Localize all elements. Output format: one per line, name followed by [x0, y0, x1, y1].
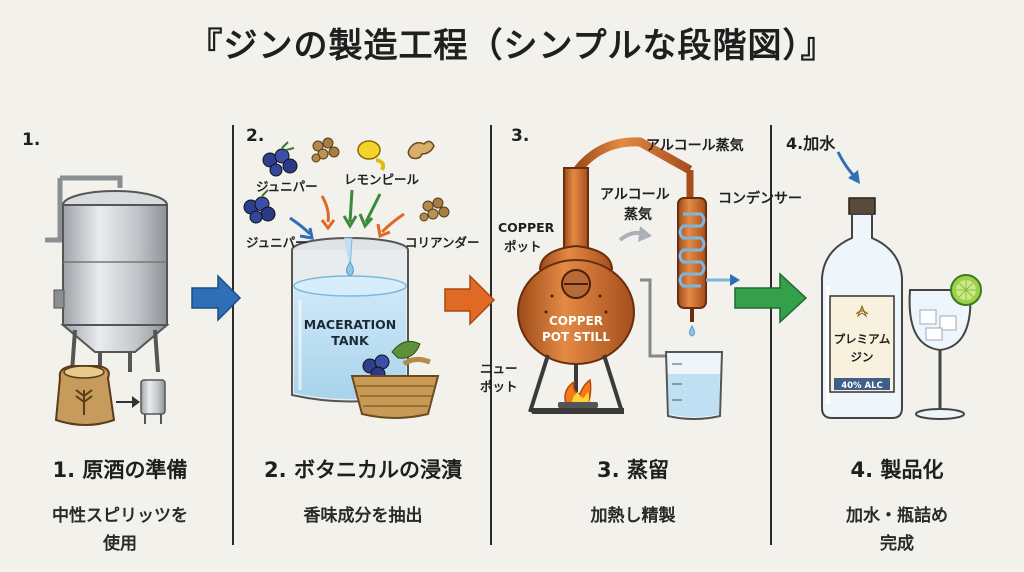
copper-still-icon: COPPER POT STILL	[517, 137, 694, 414]
tank-label-line2: TANK	[331, 333, 370, 348]
step-4-number: 4.加水	[786, 134, 836, 153]
step-3-subtitle: 加熱し精製	[590, 506, 676, 526]
step-2-caption: 2. ボタニカルの浸漬 香味成分を抽出	[264, 454, 462, 530]
step-1-caption: 1. 原酒の準備 中性スピリッツを 使用	[52, 454, 188, 558]
vapor-arrow-icon	[618, 226, 652, 242]
bottle-label-line2: ジン	[851, 350, 874, 364]
label-juniper-left: ジュニパー	[246, 235, 308, 250]
grain-sack-icon	[54, 365, 116, 426]
step-1-subtitle: 中性スピリッツを 使用	[52, 506, 188, 554]
ingredient-arrows	[289, 189, 405, 240]
step-1-title: 1. 原酒の準備	[52, 458, 188, 482]
coriander-seeds-icon	[311, 137, 340, 163]
step-3-caption: 3. 蒸留 加熱し精製	[591, 454, 676, 530]
label-alcohol-vapor-line2: 蒸気	[624, 207, 652, 223]
divider-3	[770, 125, 772, 545]
label-lemon-peel: レモンピール	[344, 172, 420, 187]
label-new-pot-line2: ポット	[480, 379, 518, 394]
bottle-label-line1: プレミアム	[834, 332, 891, 346]
tank-label-line1: MACERATION	[304, 317, 396, 332]
ginger-root-icon	[407, 140, 435, 160]
steel-tank-icon	[45, 175, 170, 373]
label-condenser: コンデンサー	[718, 191, 802, 207]
pot-label-line1: COPPER	[549, 314, 603, 328]
gin-glass-icon	[908, 274, 982, 420]
small-tank-icon	[140, 379, 166, 424]
step-1-number: 1.	[22, 130, 41, 150]
step-3-number: 3.	[511, 126, 530, 146]
juniper-berries-left-icon	[243, 189, 276, 224]
label-copper-pot-line2: ポット	[504, 239, 542, 254]
bottle-abv: 40% ALC	[841, 381, 883, 391]
gin-bottle-icon: プレミアム ジン 40% ALC	[821, 197, 903, 419]
label-alcohol-vapor-line1: アルコール	[600, 187, 670, 203]
page-title: 『ジンの製造工程（シンプルな段階図）』	[188, 26, 836, 66]
label-new-pot-line1: ニュー	[480, 361, 518, 376]
coriander-seeds-right-icon	[419, 197, 450, 222]
flow-arrow-3	[734, 272, 808, 324]
flow-arrow-2	[444, 274, 496, 326]
divider-1	[232, 125, 234, 545]
lemon-icon	[357, 140, 386, 171]
pot-label-line2: POT STILL	[542, 330, 610, 344]
water-drop-arrow-icon	[836, 151, 860, 184]
fire-icon	[558, 378, 598, 408]
label-coriander: コリアンダー	[405, 235, 480, 250]
step-4-subtitle: 加水・瓶詰め 完成	[846, 506, 948, 554]
step-4-title: 4. 製品化	[850, 458, 944, 482]
step-3-title: 3. 蒸留	[597, 458, 669, 482]
step-2-subtitle: 香味成分を抽出	[303, 506, 423, 526]
label-copper-pot-line1: COPPER	[498, 220, 555, 235]
small-arrow-icon	[116, 396, 140, 408]
step-2-number: 2.	[246, 126, 265, 146]
step-2-title: 2. ボタニカルの浸漬	[264, 458, 462, 482]
condenser-icon	[677, 197, 740, 337]
divider-2	[490, 125, 492, 545]
label-juniper-top: ジュニパー	[256, 179, 318, 194]
label-alcohol-vapor-top: アルコール蒸気	[646, 138, 744, 154]
botanical-basket-icon	[350, 340, 440, 419]
juniper-berries-icon	[262, 141, 298, 177]
beaker-icon	[640, 278, 724, 420]
flow-arrow-1	[191, 274, 242, 322]
step-4-caption: 4. 製品化 加水・瓶詰め 完成	[846, 454, 948, 558]
